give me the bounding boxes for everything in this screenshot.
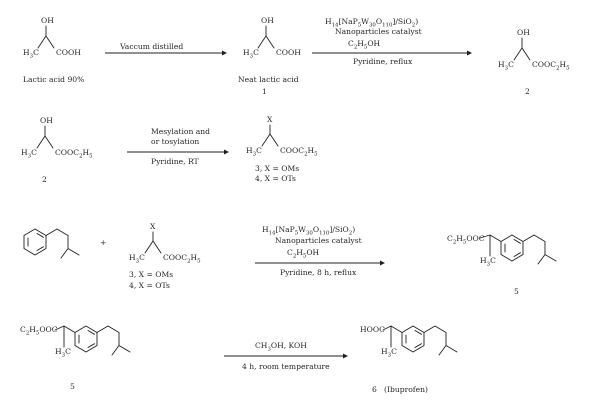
compound-1-number: 1 [262,87,267,96]
activated-lactate-structure-row3: X H3C COOC2H5 [129,222,201,265]
lactic-acid-cooh: COOH [56,48,81,57]
neat-lactic-acid-structure: OH H3C COOH [243,16,301,60]
activated-lactate-structure: X H3C COOC2H5 [246,115,318,158]
mesylation-label-1: Mesylation and [151,127,210,136]
compound-3-row3-label: 3, X = OMs [129,270,173,279]
ethyl-lactate-structure-row2: OH H3C COOC2H5 [21,116,93,160]
isobutylbenzene-structure [23,228,80,259]
catalyst-formula-2: H14[NaP5W30O110]/SiO2) [262,225,355,237]
compound-4-label: 4, X = OTs [255,174,296,183]
ibuprofen-ch3: H3C [381,347,397,359]
ethanol-2: C2H5OH [287,248,320,260]
activated-lactate-x: X [267,115,273,124]
ibuprofen-ethyl-ester-structure-row4: C2H5OOC H3C [20,325,131,359]
activated-lactate-row3-ch3: H3C [129,253,145,265]
compound-5-row4-number: 5 [70,382,75,391]
mesylation-label-2: or tosylation [151,137,199,146]
ibuprofen-ethyl-ester-structure: C2H5OOC H3C [447,234,557,268]
ethyl-lactate-row2-ch3: H3C [21,148,37,160]
ester-row4-ch3: H3C [55,347,71,359]
ethyl-lactate-oh: OH [517,28,530,37]
arrow-hydrolysis-head [343,353,348,359]
ibuprofen-cooh: HOOC [360,325,385,334]
compound-6-number: 6 [372,385,377,394]
neat-lactic-acid-oh: OH [261,16,274,25]
catalyst-formula-1: H14[NaP5W30O110]/SiO2) [325,17,418,29]
activated-lactate-row3-x: X [150,222,156,231]
catalyst-type-2: Nanoparticles catalyst [275,236,362,245]
arrow-vacuum-label: Vaccum distilled [119,42,183,51]
solvent-reflux-1: Pyridine, reflux [353,57,413,66]
ethyl-lactate-structure: OH H3C COOC2H5 [498,28,570,72]
lactic-acid-name: Lactic acid 90% [23,75,84,84]
ester-row4-group: C2H5OOC [20,325,58,337]
ibuprofen-name: (Ibuprofen) [384,385,428,394]
mesylation-conditions: Pyridine, RT [151,157,199,166]
ethyl-lactate-row2-ester: COOC2H5 [55,148,93,160]
ester-row3-group: C2H5OOC [447,234,485,246]
solvent-reflux-2: Pyridine, 8 h, reflux [280,268,357,277]
activated-lactate-row3-ester: COOC2H5 [163,253,201,265]
plus-sign: + [100,238,106,247]
arrow-mesylation-head [224,149,229,155]
compound-3-label: 3, X = OMs [255,164,299,173]
ethyl-lactate-ch3: H3C [498,60,514,72]
compound-2-number: 2 [525,87,530,96]
arrow-friedel-crafts-head [380,260,385,266]
ethanol-1: C2H5OH [348,39,381,51]
neat-lactic-acid-cooh: COOH [276,48,301,57]
hydrolysis-conditions: 4 h, room temperature [242,362,330,371]
compound-2-row2-number: 2 [42,175,47,184]
activated-lactate-ester: COOC2H5 [280,146,318,158]
neat-lactic-acid-name: Neat lactic acid [238,75,299,84]
hydrolysis-reagents: CH3OH, KOH [255,341,307,353]
compound-5-number: 5 [514,287,519,296]
lactic-acid-structure: OH H3C COOH [23,16,81,60]
catalyst-type-1: Nanoparticles catalyst [335,27,422,36]
neat-lactic-acid-ch3: H3C [243,48,259,60]
arrow-vacuum-distillation-head [222,50,227,56]
lactic-acid-ch3: H3C [23,48,39,60]
activated-lactate-ch3: H3C [246,146,262,158]
ethyl-lactate-row2-oh: OH [40,116,53,125]
lactic-acid-oh: OH [41,16,54,25]
arrow-esterification-head [467,50,472,56]
ester-row3-ch3: H3C [480,256,496,268]
compound-4-row3-label: 4, X = OTs [129,281,170,290]
ethyl-lactate-ester: COOC2H5 [532,60,570,72]
ibuprofen-structure: HOOC H3C [360,325,458,359]
